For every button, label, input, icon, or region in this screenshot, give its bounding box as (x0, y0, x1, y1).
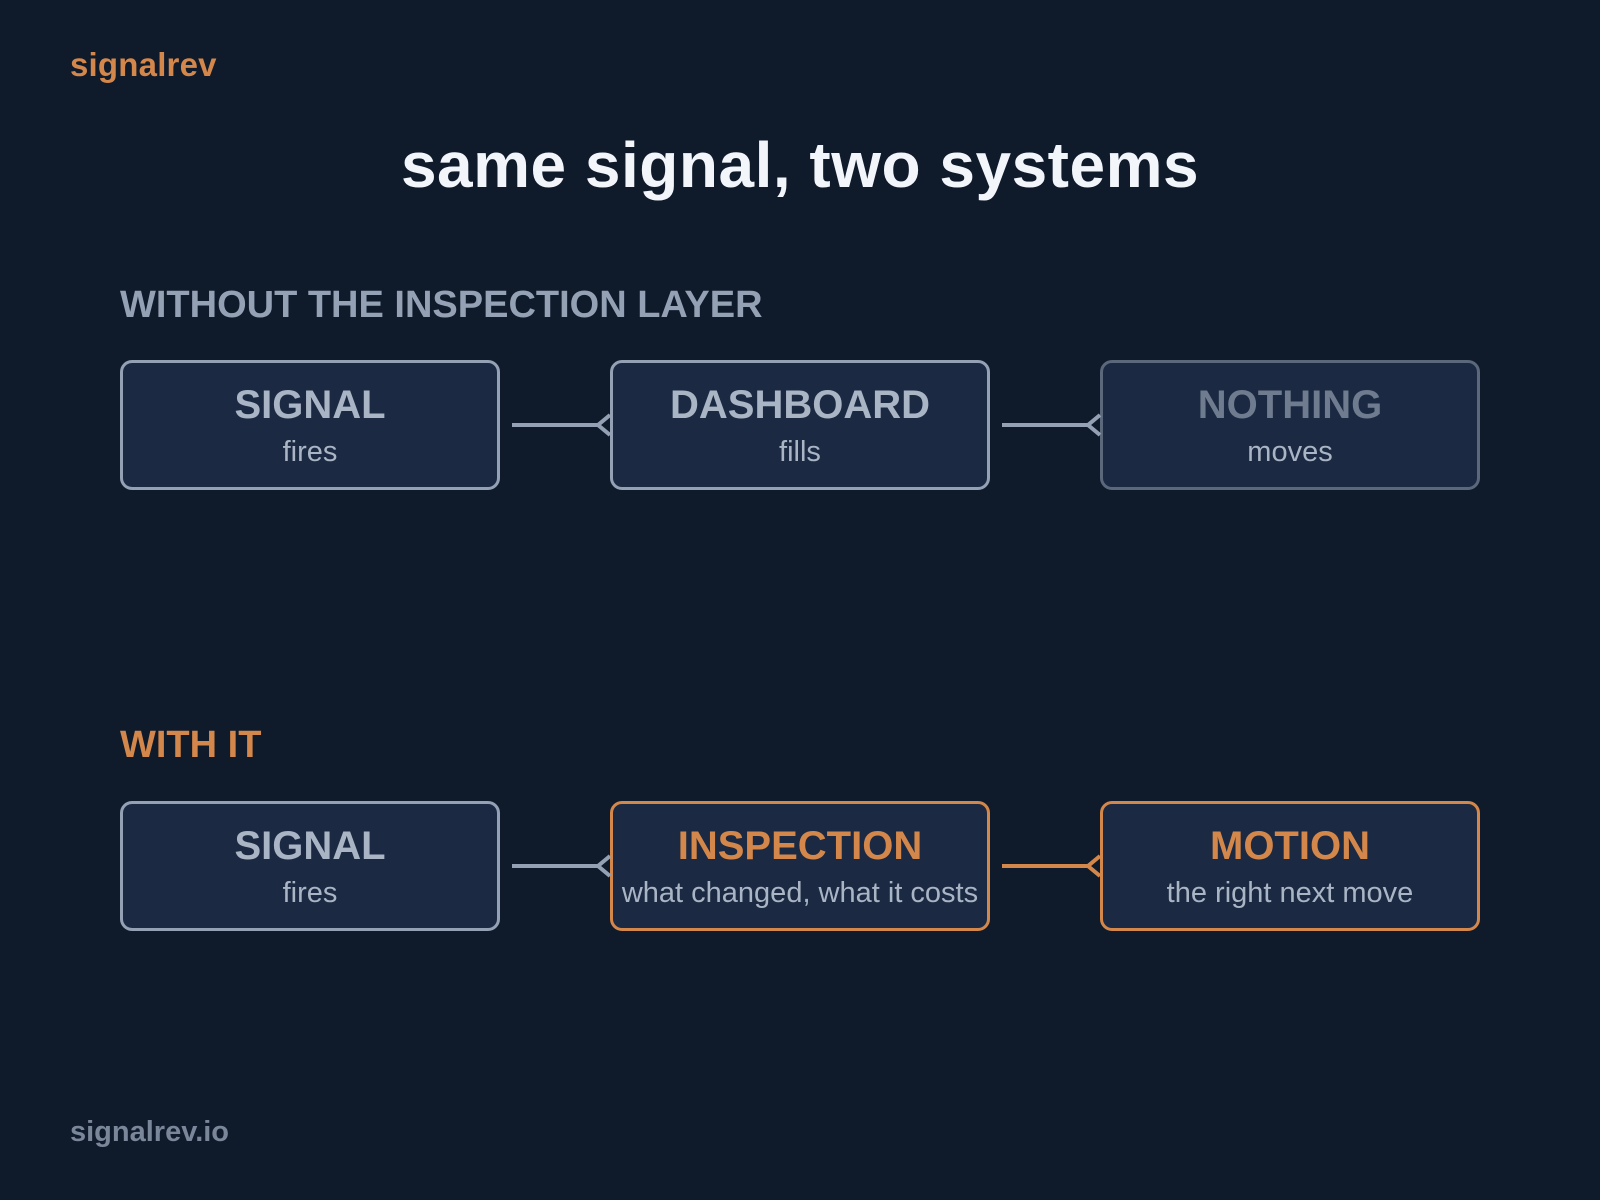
connector-signal-to-inspection (512, 854, 612, 878)
page-title: same signal, two systems (400, 129, 1200, 201)
node-dashboard: DASHBOARD fills (610, 360, 990, 490)
node-subtitle: what changed, what it costs (621, 877, 979, 909)
node-title: SIGNAL (234, 824, 386, 868)
brand-logo: signalrev (70, 46, 217, 83)
node-subtitle: fires (282, 436, 338, 468)
section-label-without: WITHOUT THE INSPECTION LAYER (120, 284, 763, 326)
node-signal-with: SIGNAL fires (120, 801, 500, 931)
node-subtitle: moves (1247, 436, 1333, 468)
node-title: NOTHING (1197, 383, 1383, 427)
node-title: SIGNAL (234, 383, 386, 427)
connector-dashboard-to-nothing (1002, 413, 1102, 437)
connector-signal-to-dashboard (512, 413, 612, 437)
node-nothing: NOTHING moves (1100, 360, 1480, 490)
node-title: INSPECTION (677, 824, 923, 868)
node-subtitle: fires (282, 877, 338, 909)
node-subtitle: fills (779, 436, 821, 468)
node-motion: MOTION the right next move (1100, 801, 1480, 931)
node-title: MOTION (1210, 824, 1370, 868)
connector-inspection-to-motion (1002, 854, 1102, 878)
node-signal-without: SIGNAL fires (120, 360, 500, 490)
footer-url: signalrev.io (70, 1116, 230, 1148)
node-subtitle: the right next move (1166, 877, 1414, 909)
node-inspection: INSPECTION what changed, what it costs (610, 801, 990, 931)
node-title: DASHBOARD (670, 383, 930, 427)
section-label-with: WITH IT (120, 724, 262, 766)
